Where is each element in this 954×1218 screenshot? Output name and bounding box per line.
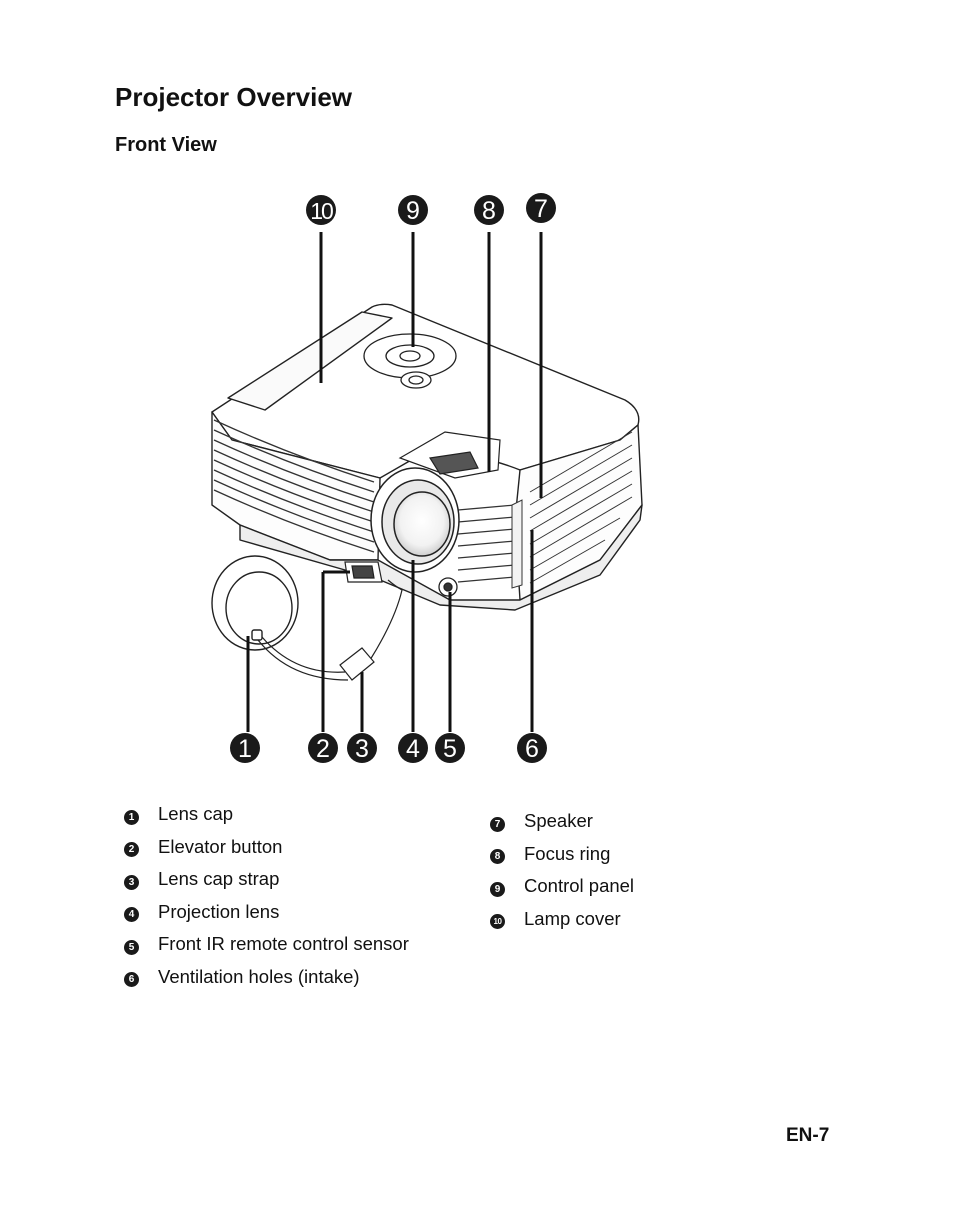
projection-lens: [370, 467, 460, 573]
legend-number-badge: 7: [490, 816, 505, 832]
projector-body: [211, 303, 643, 611]
legend-item: 5 Front IR remote control sensor: [124, 928, 409, 961]
legend-label: Elevator button: [158, 835, 283, 857]
legend-label: Projection lens: [158, 900, 280, 922]
callout-3: 3: [347, 733, 377, 763]
legend-number-badge: 2: [124, 842, 139, 858]
legend-number-badge: 5: [124, 939, 139, 955]
front-vent-lines: [457, 504, 516, 583]
legend-number-badge: 8: [490, 849, 505, 865]
legend-label: Lamp cover: [524, 907, 621, 929]
legend-item: 1 Lens cap: [124, 798, 409, 831]
callout-9: 9: [398, 195, 428, 225]
left-vent-lines: [213, 419, 375, 553]
callout-1: 1: [230, 733, 260, 763]
lens-cap: [211, 555, 299, 651]
legend-item: 6 Ventilation holes (intake): [124, 961, 409, 994]
elevator-button: [344, 561, 383, 583]
focus-ring: [398, 431, 501, 479]
legend-item: 2 Elevator button: [124, 831, 409, 864]
section-title: Front View: [115, 134, 217, 156]
callout-10: 10: [306, 195, 336, 225]
leader-lines: [246, 232, 543, 732]
callout-2: 2: [308, 733, 338, 763]
legend-label: Control panel: [524, 875, 635, 897]
svg-text:5: 5: [443, 735, 457, 763]
legend-number-badge: 9: [490, 881, 505, 897]
callout-8: 8: [474, 195, 504, 225]
legend-item: 9 Control panel: [490, 870, 634, 903]
legend-label: Speaker: [524, 810, 593, 832]
legend-item: 8 Focus ring: [490, 838, 634, 871]
lens-cap-strap: [257, 579, 403, 681]
legend-item: 4 Projection lens: [124, 896, 409, 929]
control-panel: [363, 333, 457, 389]
legend-right-column: 7 Speaker 8 Focus ring 9 Control panel 1…: [490, 805, 634, 935]
svg-text:4: 4: [406, 735, 420, 763]
svg-text:1: 1: [238, 735, 252, 763]
projector-front-view-illustration: 10 9 8 7 1 2 3 4: [211, 193, 643, 763]
callout-6: 6: [517, 733, 547, 763]
svg-text:2: 2: [316, 735, 330, 763]
legend-number-badge: 6: [124, 972, 139, 988]
legend-number-badge: 3: [124, 874, 139, 890]
legend-label: Lens cap: [158, 803, 234, 825]
svg-text:9: 9: [406, 197, 420, 225]
page-number: EN-7: [786, 1125, 830, 1146]
callout-4: 4: [398, 733, 428, 763]
legend-item: 7 Speaker: [490, 805, 634, 838]
legend-number-badge: 4: [124, 907, 139, 923]
svg-text:6: 6: [525, 735, 539, 763]
legend-item: 10 Lamp cover: [490, 903, 634, 936]
svg-text:8: 8: [482, 197, 496, 225]
svg-text:3: 3: [355, 735, 369, 763]
legend-label: Lens cap strap: [158, 868, 280, 890]
page-title: Projector Overview: [115, 82, 352, 112]
legend-label: Front IR remote control sensor: [158, 933, 409, 955]
callout-5: 5: [435, 733, 465, 763]
legend-number-badge: 10: [490, 914, 505, 930]
callout-7: 7: [526, 193, 556, 223]
svg-text:7: 7: [534, 195, 548, 223]
legend-number-badge: 1: [124, 809, 139, 825]
legend-item: 3 Lens cap strap: [124, 863, 409, 896]
callout-markers: 10 9 8 7 1 2 3 4: [230, 193, 556, 763]
ir-sensor: [438, 577, 458, 597]
legend-label: Ventilation holes (intake): [158, 965, 360, 987]
svg-text:10: 10: [310, 198, 333, 224]
side-grille: [511, 431, 633, 589]
legend-left-column: 1 Lens cap 2 Elevator button 3 Lens cap …: [124, 798, 409, 993]
legend-label: Focus ring: [524, 842, 611, 864]
